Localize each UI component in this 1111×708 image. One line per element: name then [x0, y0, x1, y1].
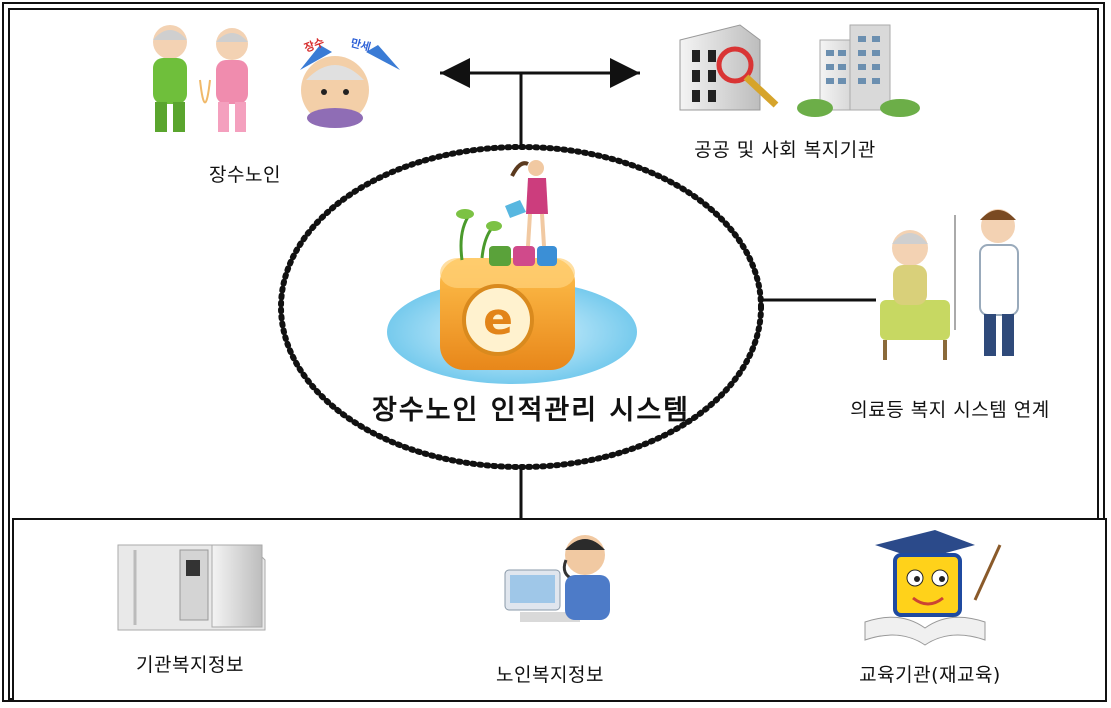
education-icon	[864, 530, 1002, 646]
svg-text:장수: 장수	[302, 35, 326, 55]
label-public-welfare: 공공 및 사회 복지기관	[694, 139, 876, 161]
server-icon	[117, 544, 266, 631]
public-building-icon	[679, 24, 779, 111]
label-education: 교육기관(재교육)	[859, 664, 1001, 686]
e-box-icon: e	[387, 160, 637, 384]
label-elderly: 장수노인	[209, 164, 281, 186]
welfare-building-icon	[797, 24, 920, 117]
label-elderly-info: 노인복지정보	[496, 664, 604, 686]
connectors	[440, 58, 876, 520]
elderly-couple-icon	[153, 25, 248, 132]
medical-care-icon	[880, 209, 1019, 360]
hurrah-elder-icon: 장수 만세	[300, 35, 400, 128]
label-center-system: 장수노인 인적관리 시스템	[371, 395, 691, 426]
system-ellipse	[278, 144, 764, 470]
operator-icon	[504, 535, 610, 622]
svg-text:e: e	[483, 294, 513, 345]
svg-text:만세: 만세	[349, 35, 372, 54]
label-medical: 의료등 복지 시스템 연계	[850, 399, 1050, 421]
label-institution-info: 기관복지정보	[136, 654, 244, 676]
